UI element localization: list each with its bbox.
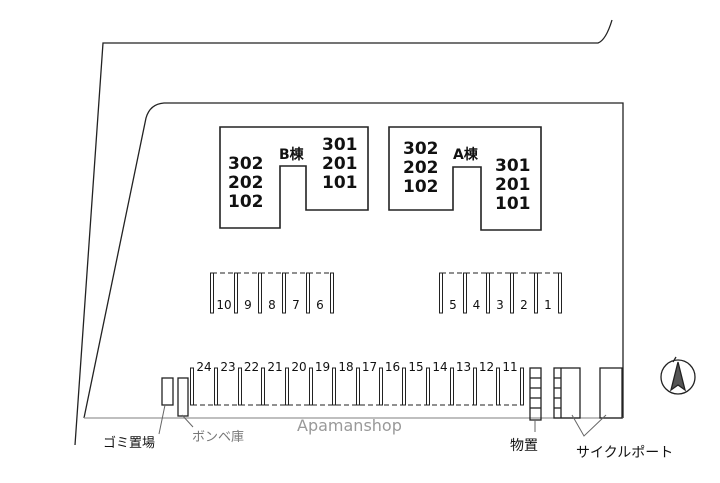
parking-space-number: 12: [478, 360, 495, 374]
watermark: Apamanshop: [297, 416, 402, 435]
parking-space-number: 8: [268, 298, 276, 312]
parking-space-number: 9: [244, 298, 252, 312]
garbage-label: ゴミ置場: [103, 436, 156, 451]
cycle-port-2: [599, 367, 623, 419]
parking-divider: [379, 367, 383, 406]
parking-divider: [486, 272, 490, 314]
unit-label: 101: [495, 194, 531, 214]
parking-divider: [309, 367, 313, 406]
parking-divider: [210, 272, 214, 314]
building-a: [388, 126, 542, 231]
parking-divider: [214, 367, 218, 406]
parking-space-number: 18: [338, 360, 354, 374]
unit-label: 301: [495, 156, 531, 176]
storage-label: 物置: [510, 438, 538, 454]
parking-divider: [520, 367, 524, 406]
parking-divider: [356, 367, 360, 406]
building-b-left-units: 302 202 102: [228, 155, 264, 212]
parking-space-number: 7: [292, 298, 300, 312]
parking-space-number: 14: [432, 360, 448, 374]
parking-space-number: 22: [243, 360, 260, 374]
parking-divider: [426, 367, 430, 406]
parking-space-number: 6: [316, 298, 324, 312]
parking-space-number: 1: [544, 298, 552, 312]
unit-label: 201: [322, 154, 358, 174]
building-b-name: B棟: [279, 147, 304, 163]
cycle-port-1: [553, 367, 581, 419]
parking-divider: [558, 272, 562, 314]
parking-divider: [258, 272, 262, 314]
parking-space-number: 13: [455, 360, 472, 374]
unit-label: 202: [228, 173, 264, 193]
building-a-left-units: 302 202 102: [403, 140, 439, 197]
outer-boundary: [74, 19, 613, 446]
compass: [660, 356, 696, 395]
unit-label: 102: [403, 177, 439, 197]
parking-divider: [285, 367, 289, 406]
parking-space-number: 17: [361, 360, 378, 374]
cylinder-leader: [181, 414, 194, 428]
parking-divider: [306, 272, 310, 314]
parking-divider: [496, 367, 500, 406]
building-a-right-units: 301 201 101: [495, 157, 531, 214]
parking-space-number: 19: [314, 360, 331, 374]
parking-space-number: 3: [496, 298, 504, 312]
parking-space-number: 16: [384, 360, 401, 374]
unit-label: 202: [403, 158, 439, 178]
parking-space-number: 11: [502, 360, 518, 374]
parking-space-number: 24: [196, 360, 212, 374]
parking-space-number: 4: [472, 298, 481, 312]
parking-divider: [282, 272, 286, 314]
parking-space-number: 20: [291, 360, 307, 374]
parking-space-number: 23: [220, 360, 236, 374]
parking-marks: [190, 272, 562, 406]
parking-divider: [261, 367, 265, 406]
parking-divider: [450, 367, 454, 406]
parking-divider: [332, 367, 336, 406]
storage-shed: [529, 367, 542, 421]
garbage-leader: [158, 404, 166, 435]
unit-label: 201: [495, 175, 531, 195]
parking-space-number: 21: [267, 360, 283, 374]
parking-divider: [330, 272, 334, 314]
parking-divider: [190, 367, 194, 406]
unit-label: 301: [322, 135, 358, 155]
garbage-area: [161, 377, 174, 406]
parking-divider: [510, 272, 514, 314]
parking-space-number: 5: [449, 298, 457, 312]
parking-space-number: 10: [216, 298, 232, 312]
parking-divider: [238, 367, 242, 406]
parking-divider: [402, 367, 406, 406]
parking-divider: [534, 272, 538, 314]
building-a-name: A棟: [453, 147, 478, 163]
cycle-port-label: サイクルポート: [576, 445, 674, 461]
parking-divider: [234, 272, 238, 314]
gas-cylinder-storage: [177, 377, 189, 417]
parking-divider: [473, 367, 477, 406]
gas-cylinder-label: ボンベ庫: [192, 430, 245, 445]
unit-label: 302: [403, 139, 439, 159]
cycle-leader: [571, 414, 607, 437]
unit-label: 302: [228, 154, 264, 174]
parking-divider: [463, 272, 467, 314]
unit-label: 102: [228, 192, 264, 212]
unit-label: 101: [322, 173, 358, 193]
parking-space-number: 15: [408, 360, 424, 374]
building-b-right-units: 301 201 101: [322, 136, 358, 193]
building-b: [219, 126, 369, 229]
parking-space-number: 2: [520, 298, 528, 312]
parking-divider: [439, 272, 443, 314]
inner-boundary: [83, 102, 624, 419]
